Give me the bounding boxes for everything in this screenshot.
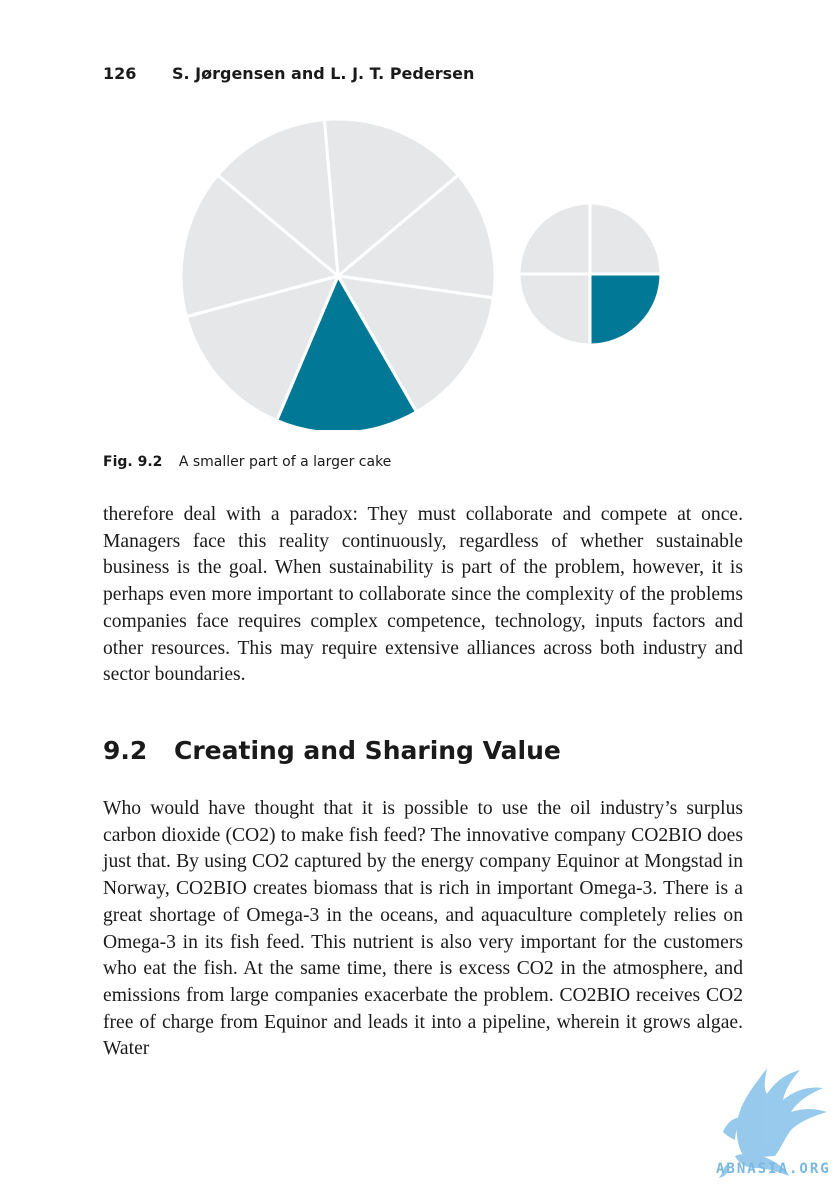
section-number: 9.2: [103, 736, 148, 765]
running-head: 126 S. Jørgensen and L. J. T. Pedersen: [103, 64, 474, 83]
pie-slice: [517, 201, 592, 276]
pie-charts-svg: [179, 117, 663, 435]
pie-slice: [336, 274, 495, 414]
figure-caption-text: A smaller part of a larger cake: [178, 454, 392, 470]
section-heading: 9.2 Creating and Sharing Value: [103, 736, 561, 765]
section-title: Creating and Sharing Value: [174, 736, 561, 765]
dragon-logo-watermark: [705, 1060, 835, 1185]
small-pie-chart: [517, 201, 663, 347]
large-pie-chart: [179, 117, 497, 435]
pie-slice: [184, 274, 340, 423]
figure-pie-charts: [0, 110, 840, 435]
body-paragraph: therefore deal with a paradox: They must…: [103, 504, 743, 686]
pie-slice: [588, 272, 663, 347]
figure-caption: Fig. 9.2 A smaller part of a larger cake: [103, 454, 391, 470]
pie-slice: [322, 117, 460, 278]
pie-slice: [179, 173, 340, 319]
page-number: 126: [103, 64, 137, 83]
pie-slice: [588, 201, 663, 276]
figure-label: Fig. 9.2: [103, 454, 163, 470]
pie-slice: [216, 118, 340, 278]
body-paragraph: Who would have thought that it is possib…: [103, 798, 743, 1060]
pie-slice: [336, 173, 497, 300]
watermark-text: ABNASIA.ORG: [716, 1161, 831, 1177]
running-head-authors: S. Jørgensen and L. J. T. Pedersen: [171, 64, 475, 83]
pie-slice: [517, 272, 592, 347]
dragon-logo-icon: [719, 1068, 827, 1178]
